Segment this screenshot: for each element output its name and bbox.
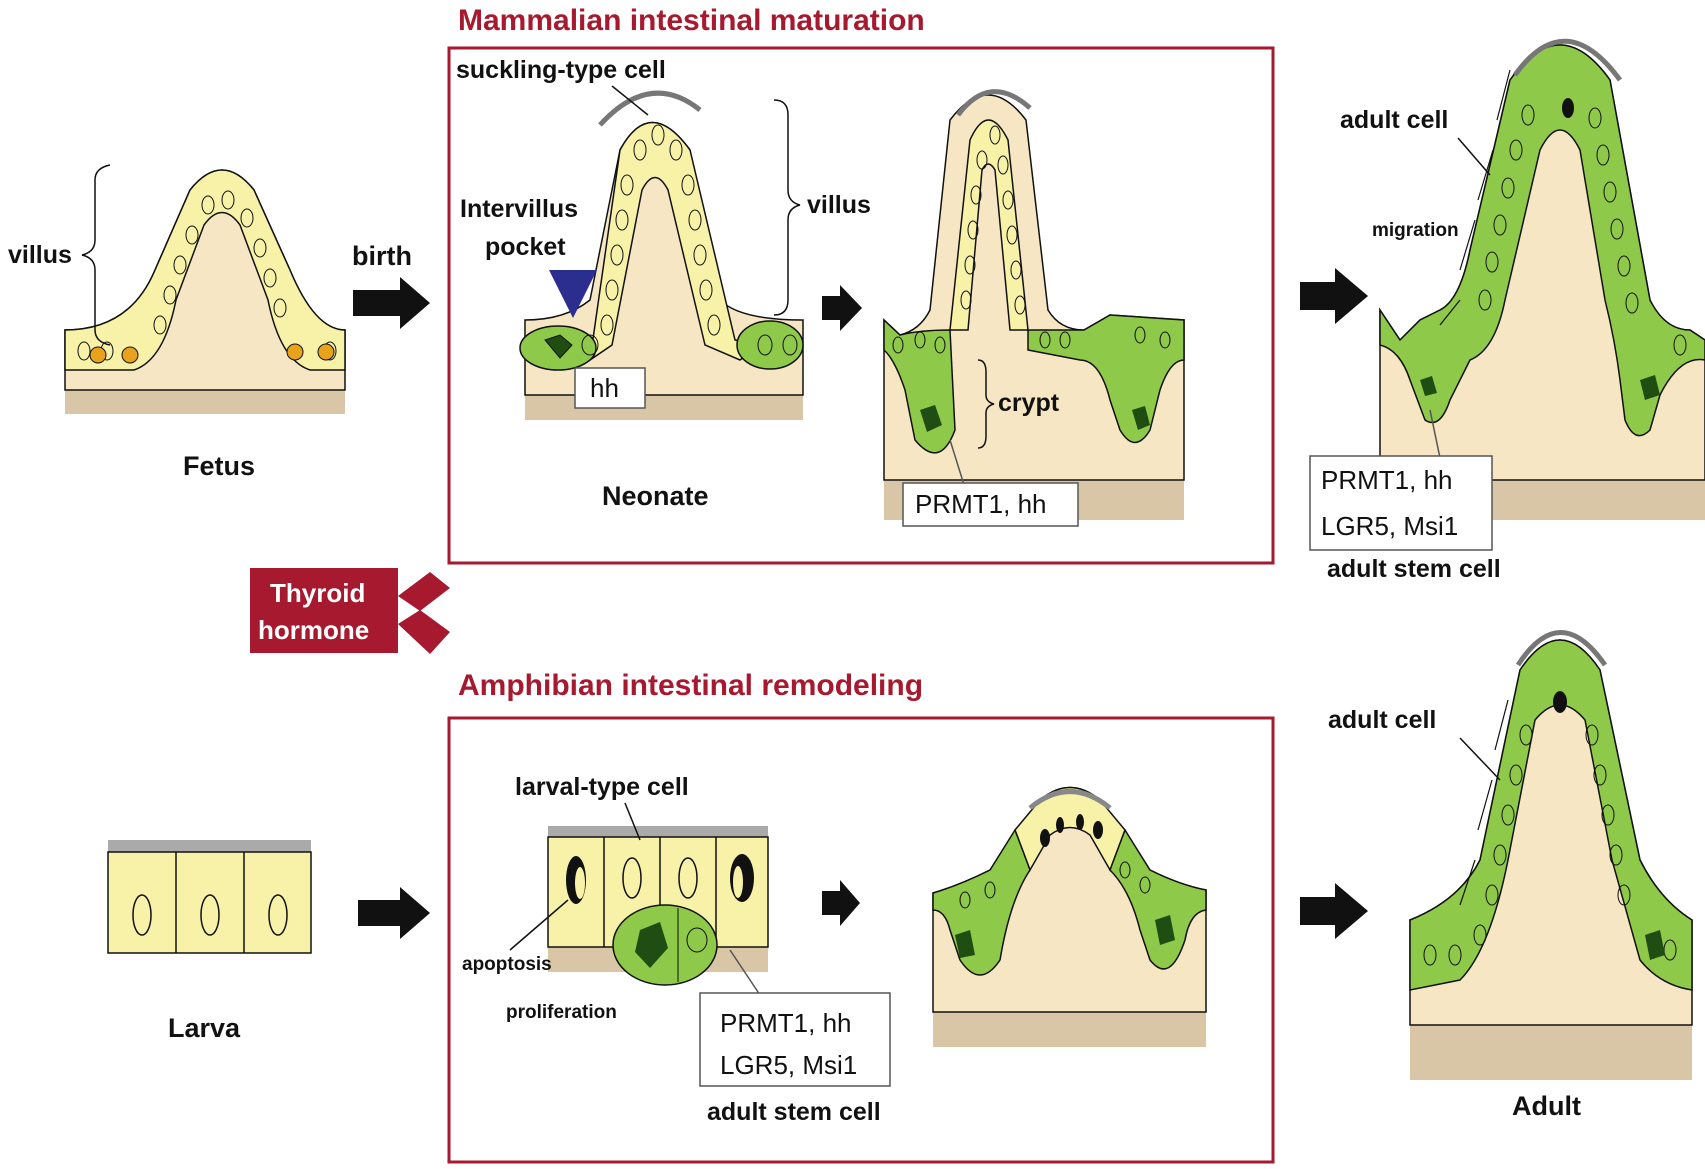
apoptosis-label: apoptosis (462, 954, 552, 975)
arrow-crypt-adult (1300, 268, 1368, 324)
neonate-villus-figure (519, 90, 804, 420)
frog-adult-figure (1409, 630, 1693, 1080)
remodel-figure (547, 826, 769, 986)
arrow-folding-adult (1300, 883, 1368, 939)
mammal-stem-marker-1: PRMT1, hh (1321, 465, 1453, 495)
intervillus-label-2: pocket (485, 233, 566, 261)
mammal-stem-marker-2: LGR5, Msi1 (1321, 511, 1458, 541)
larval-type-pointer (624, 802, 641, 841)
migration-label: migration (1372, 220, 1459, 241)
remodel-stem-marker-2: LGR5, Msi1 (720, 1050, 857, 1080)
remodel-stem-pointer (729, 949, 761, 996)
larva-label: Larva (168, 1013, 241, 1043)
crypt-marker-pointer (949, 439, 966, 489)
arrow-birth (353, 277, 430, 329)
frog-adult-cell-pointer (1459, 737, 1501, 781)
fetus-villus-label: villus (8, 241, 72, 269)
neonate-villus-bracket (773, 99, 801, 316)
amphibian-frame (447, 716, 1275, 1164)
mammal-stem-label: adult stem cell (1327, 555, 1501, 583)
mammalian-title: Mammalian intestinal maturation (458, 4, 925, 37)
arrow-neonate-crypt (822, 285, 862, 331)
arrow-larva (358, 887, 430, 939)
apoptosis-pointer (509, 899, 569, 951)
amphibian-title: Amphibian intestinal remodeling (458, 669, 923, 702)
hormone-arrows (398, 572, 450, 654)
crypt-marker-box (902, 482, 1079, 527)
frog-adult-label: Adult (1512, 1091, 1581, 1121)
remodel-stem-marker-box (699, 992, 891, 1087)
mammal-stem-marker-box (1309, 455, 1493, 551)
larval-type-label: larval-type cell (515, 773, 689, 801)
arrow-remodel (822, 880, 860, 926)
hormone-line-2: hormone (258, 615, 369, 645)
hormone-line-1: Thyroid (270, 578, 365, 608)
folding-figure (932, 786, 1207, 1047)
fetus-label: Fetus (183, 451, 255, 481)
frog-adult-cell-label: adult cell (1328, 706, 1436, 734)
mammal-adult-cell-label: adult cell (1340, 106, 1448, 134)
birth-label: birth (352, 241, 412, 271)
larva-figure (107, 840, 312, 954)
crypt-marker-text: PRMT1, hh (915, 489, 1047, 519)
suckling-label: suckling-type cell (456, 56, 666, 84)
intervillus-pointer-triangle (549, 270, 597, 318)
crypt-label: crypt (998, 389, 1060, 417)
crypt-bracket (977, 359, 995, 449)
remodel-stem-label: adult stem cell (707, 1098, 881, 1126)
mammalian-frame (447, 46, 1275, 565)
remodel-stem-marker-1: PRMT1, hh (720, 1008, 852, 1038)
mammal-stem-pointer (1429, 409, 1441, 459)
hh-box-text: hh (590, 373, 619, 403)
hh-box (574, 367, 646, 409)
intervillus-label-1: Intervillus (460, 195, 578, 223)
crypt-stage-figure (883, 89, 1185, 520)
neonate-villus-label: villus (807, 191, 871, 219)
proliferation-label: proliferation (506, 1002, 617, 1023)
mammal-adult-cell-pointer (1457, 137, 1491, 176)
suckling-pointer (611, 85, 649, 116)
neonate-label: Neonate (602, 481, 709, 511)
hormone-box (250, 568, 398, 653)
fetus-villus-figure (64, 164, 346, 414)
